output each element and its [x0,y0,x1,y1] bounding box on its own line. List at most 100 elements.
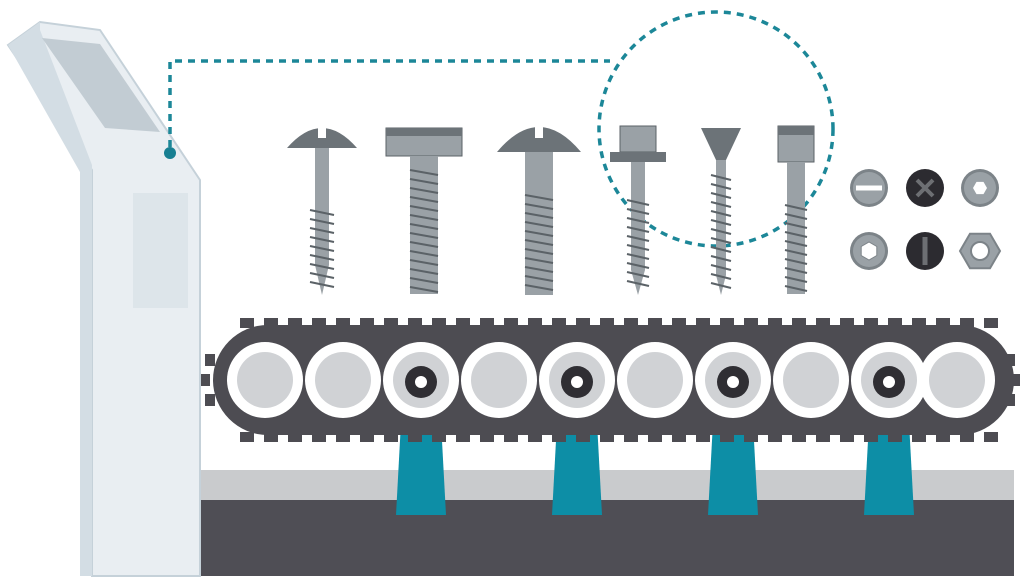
screw-shank [716,160,726,295]
belt-tooth [336,432,350,442]
thread-line [710,174,732,181]
thread-line [784,249,808,256]
belt-tooth [768,432,782,442]
thread-line [626,244,650,251]
belt-tooth [312,432,326,442]
thread-line [409,241,439,248]
thread-line [309,209,335,216]
countersunk-screw-icon [701,128,741,295]
thread-line [409,259,439,266]
kiosk-panel [133,193,188,308]
thread-line [409,286,439,293]
hex-nut-icon [958,232,1002,270]
kiosk-screen [42,38,160,132]
belt-tooth [840,432,854,442]
screw-head [701,128,741,160]
roller-core [929,352,985,408]
thread-line [784,276,808,283]
thread-line [409,268,439,275]
belt-tooth [768,318,782,328]
belt-tooth [744,432,758,442]
roller-axle [571,376,583,388]
thread-line [524,221,554,228]
belt-tooth [840,318,854,328]
belt-tooth [480,318,494,328]
belt-tooth [864,432,878,442]
thread-line [710,273,732,280]
scan-dashed-line [168,59,610,147]
thread-line [784,213,808,220]
belt-tooth [205,394,215,406]
belt-tooth [504,432,518,442]
thread-line [784,231,808,238]
belt-tooth [624,432,638,442]
thread-line [626,262,650,269]
thread-line [710,210,732,217]
kiosk-side-shadow [8,22,92,576]
thread-line [524,257,554,264]
flange-hex-screw-icon [610,125,666,295]
thread-line [626,199,650,206]
belt-tooth [360,432,374,442]
indicator-light [164,147,176,159]
thread-line [710,264,732,271]
belt-tooth [984,432,998,442]
belt-tooth [264,432,278,442]
bolt-head [497,127,581,152]
belt-tooth [528,432,542,442]
belt-tooth [648,432,662,442]
thread-line [409,214,439,221]
thread-line [309,245,335,252]
belt-tooth [600,318,614,328]
thread-line [710,282,732,289]
thread-line [784,222,808,229]
hex-washer-head-icon [850,232,888,270]
thread-line [710,201,732,208]
slotted-black-head-icon [906,232,944,270]
thread-line [524,194,554,201]
belt-tooth [744,318,758,328]
conveyor-rollers [227,342,995,418]
belt-tooth [240,432,254,442]
belt-tooth [792,432,806,442]
belt-tooth [576,318,590,328]
thread-line [784,258,808,265]
belt-tooth [936,318,950,328]
nut-hole [970,241,990,261]
belt-tooth [456,318,470,328]
thread-line [784,267,808,274]
thread-line [710,246,732,253]
screw-cap-top [778,126,814,135]
belt-tooth [936,432,950,442]
screw-hex-head [619,125,657,153]
phillips-head-icon [906,169,944,207]
belt-tooth [408,432,422,442]
belt-tooth [205,354,215,366]
roller-axle [883,376,895,388]
belt-tooth [888,432,902,442]
screw-flange [610,152,666,162]
thread-line [626,280,650,287]
thread-line [710,183,732,190]
thread-line [309,263,335,270]
belt-tooth [264,318,278,328]
thread-line [784,204,808,211]
thread-line [309,254,335,261]
head-slot [318,124,326,138]
belt-tooth [360,318,374,328]
bolt-head-top [386,128,462,136]
slot [922,237,928,265]
thread-line [409,232,439,239]
thread-line [626,208,650,215]
belt-tooth [576,432,590,442]
square-head-bolt-icon [385,127,463,294]
thread-line [710,219,732,226]
thread-line [626,226,650,233]
fastener-heads-grid [850,169,1002,270]
belt-tooth [528,318,542,328]
thread-line [784,240,808,247]
thread-line [524,239,554,246]
thread-line [409,277,439,284]
roller-hubs [405,366,905,398]
thread-line [710,228,732,235]
